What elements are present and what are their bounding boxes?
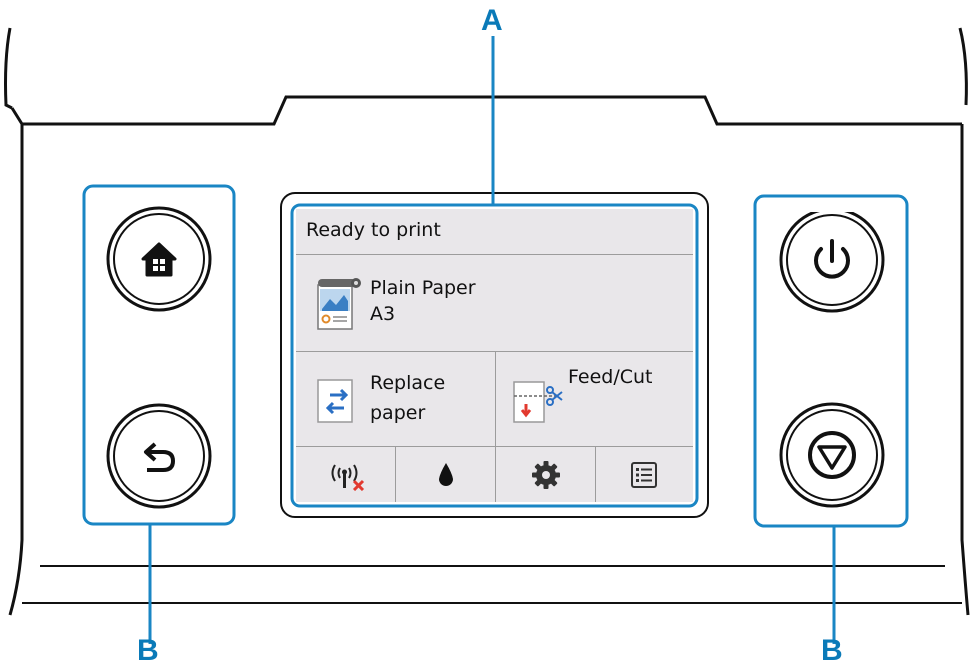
callout-b-left-label: B [137,634,159,667]
power-icon [814,239,850,279]
divider [495,352,496,446]
home-icon [141,242,177,277]
paper-size: A3 [370,303,396,325]
feed-cut-label: Feed/Cut [568,366,653,388]
feed-cut-tile[interactable]: Feed/Cut [496,352,693,446]
replace-paper-label: Replace paper [370,368,445,428]
feed-cut-icon [513,381,563,423]
divider [595,447,596,502]
callout-a-label: A [481,4,503,37]
gear-icon [532,461,560,489]
settings-button[interactable] [496,447,595,502]
paper-type: Plain Paper [370,277,476,299]
power-button[interactable] [776,212,888,324]
media-info-row[interactable]: Plain Paper A3 [296,255,693,351]
stop-icon [808,431,856,479]
back-icon [144,442,176,472]
divider [296,254,693,255]
wireless-button[interactable] [296,447,395,502]
replace-paper-line2: paper [370,402,426,424]
touch-screen: Ready to print Plain Paper A3 Replace [296,209,693,502]
divider [395,447,396,502]
list-menu-icon [631,462,657,488]
replace-paper-line1: Replace [370,372,446,394]
media-text: Plain Paper A3 [370,275,476,327]
divider [296,446,693,447]
replace-paper-icon [317,379,353,423]
menu-button[interactable] [596,447,693,502]
home-button[interactable] [103,203,215,315]
divider [296,351,693,352]
replace-paper-tile[interactable]: Replace paper [296,352,495,446]
divider [495,447,496,502]
callout-b-right-label: B [821,634,843,667]
paper-roll-icon [317,278,361,330]
status-text: Ready to print [306,219,441,241]
wireless-off-icon [331,464,365,491]
ink-button[interactable] [396,447,495,502]
back-button[interactable] [103,400,215,512]
stop-button[interactable] [776,399,888,511]
ink-drop-icon [439,463,453,486]
